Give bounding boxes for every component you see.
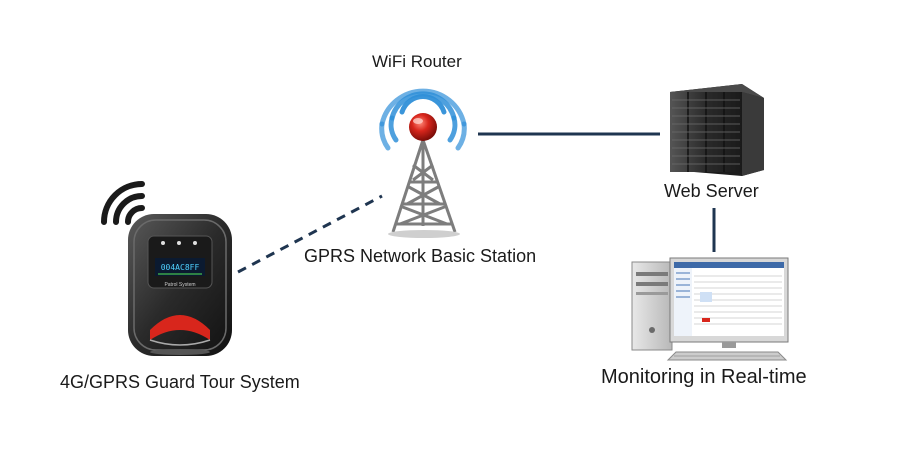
monitor-label: Monitoring in Real-time (601, 366, 807, 388)
router-label: WiFi Router (372, 52, 462, 71)
station-label: GPRS Network Basic Station (304, 246, 537, 266)
server-rack-icon (670, 84, 764, 176)
signal-waves-icon (101, 181, 145, 225)
server-label: Web Server (664, 181, 759, 201)
computer-monitor-icon (631, 257, 789, 361)
tower-icon (379, 88, 467, 238)
device-label: 4G/GPRS Guard Tour System (60, 372, 300, 392)
device-screen-id: 004AC8FF (161, 263, 200, 272)
guard-tour-device-icon: 004AC8FF Patrol System (101, 181, 232, 356)
dashed-link-device-station (237, 194, 383, 274)
device-brand: Patrol System (164, 282, 195, 288)
